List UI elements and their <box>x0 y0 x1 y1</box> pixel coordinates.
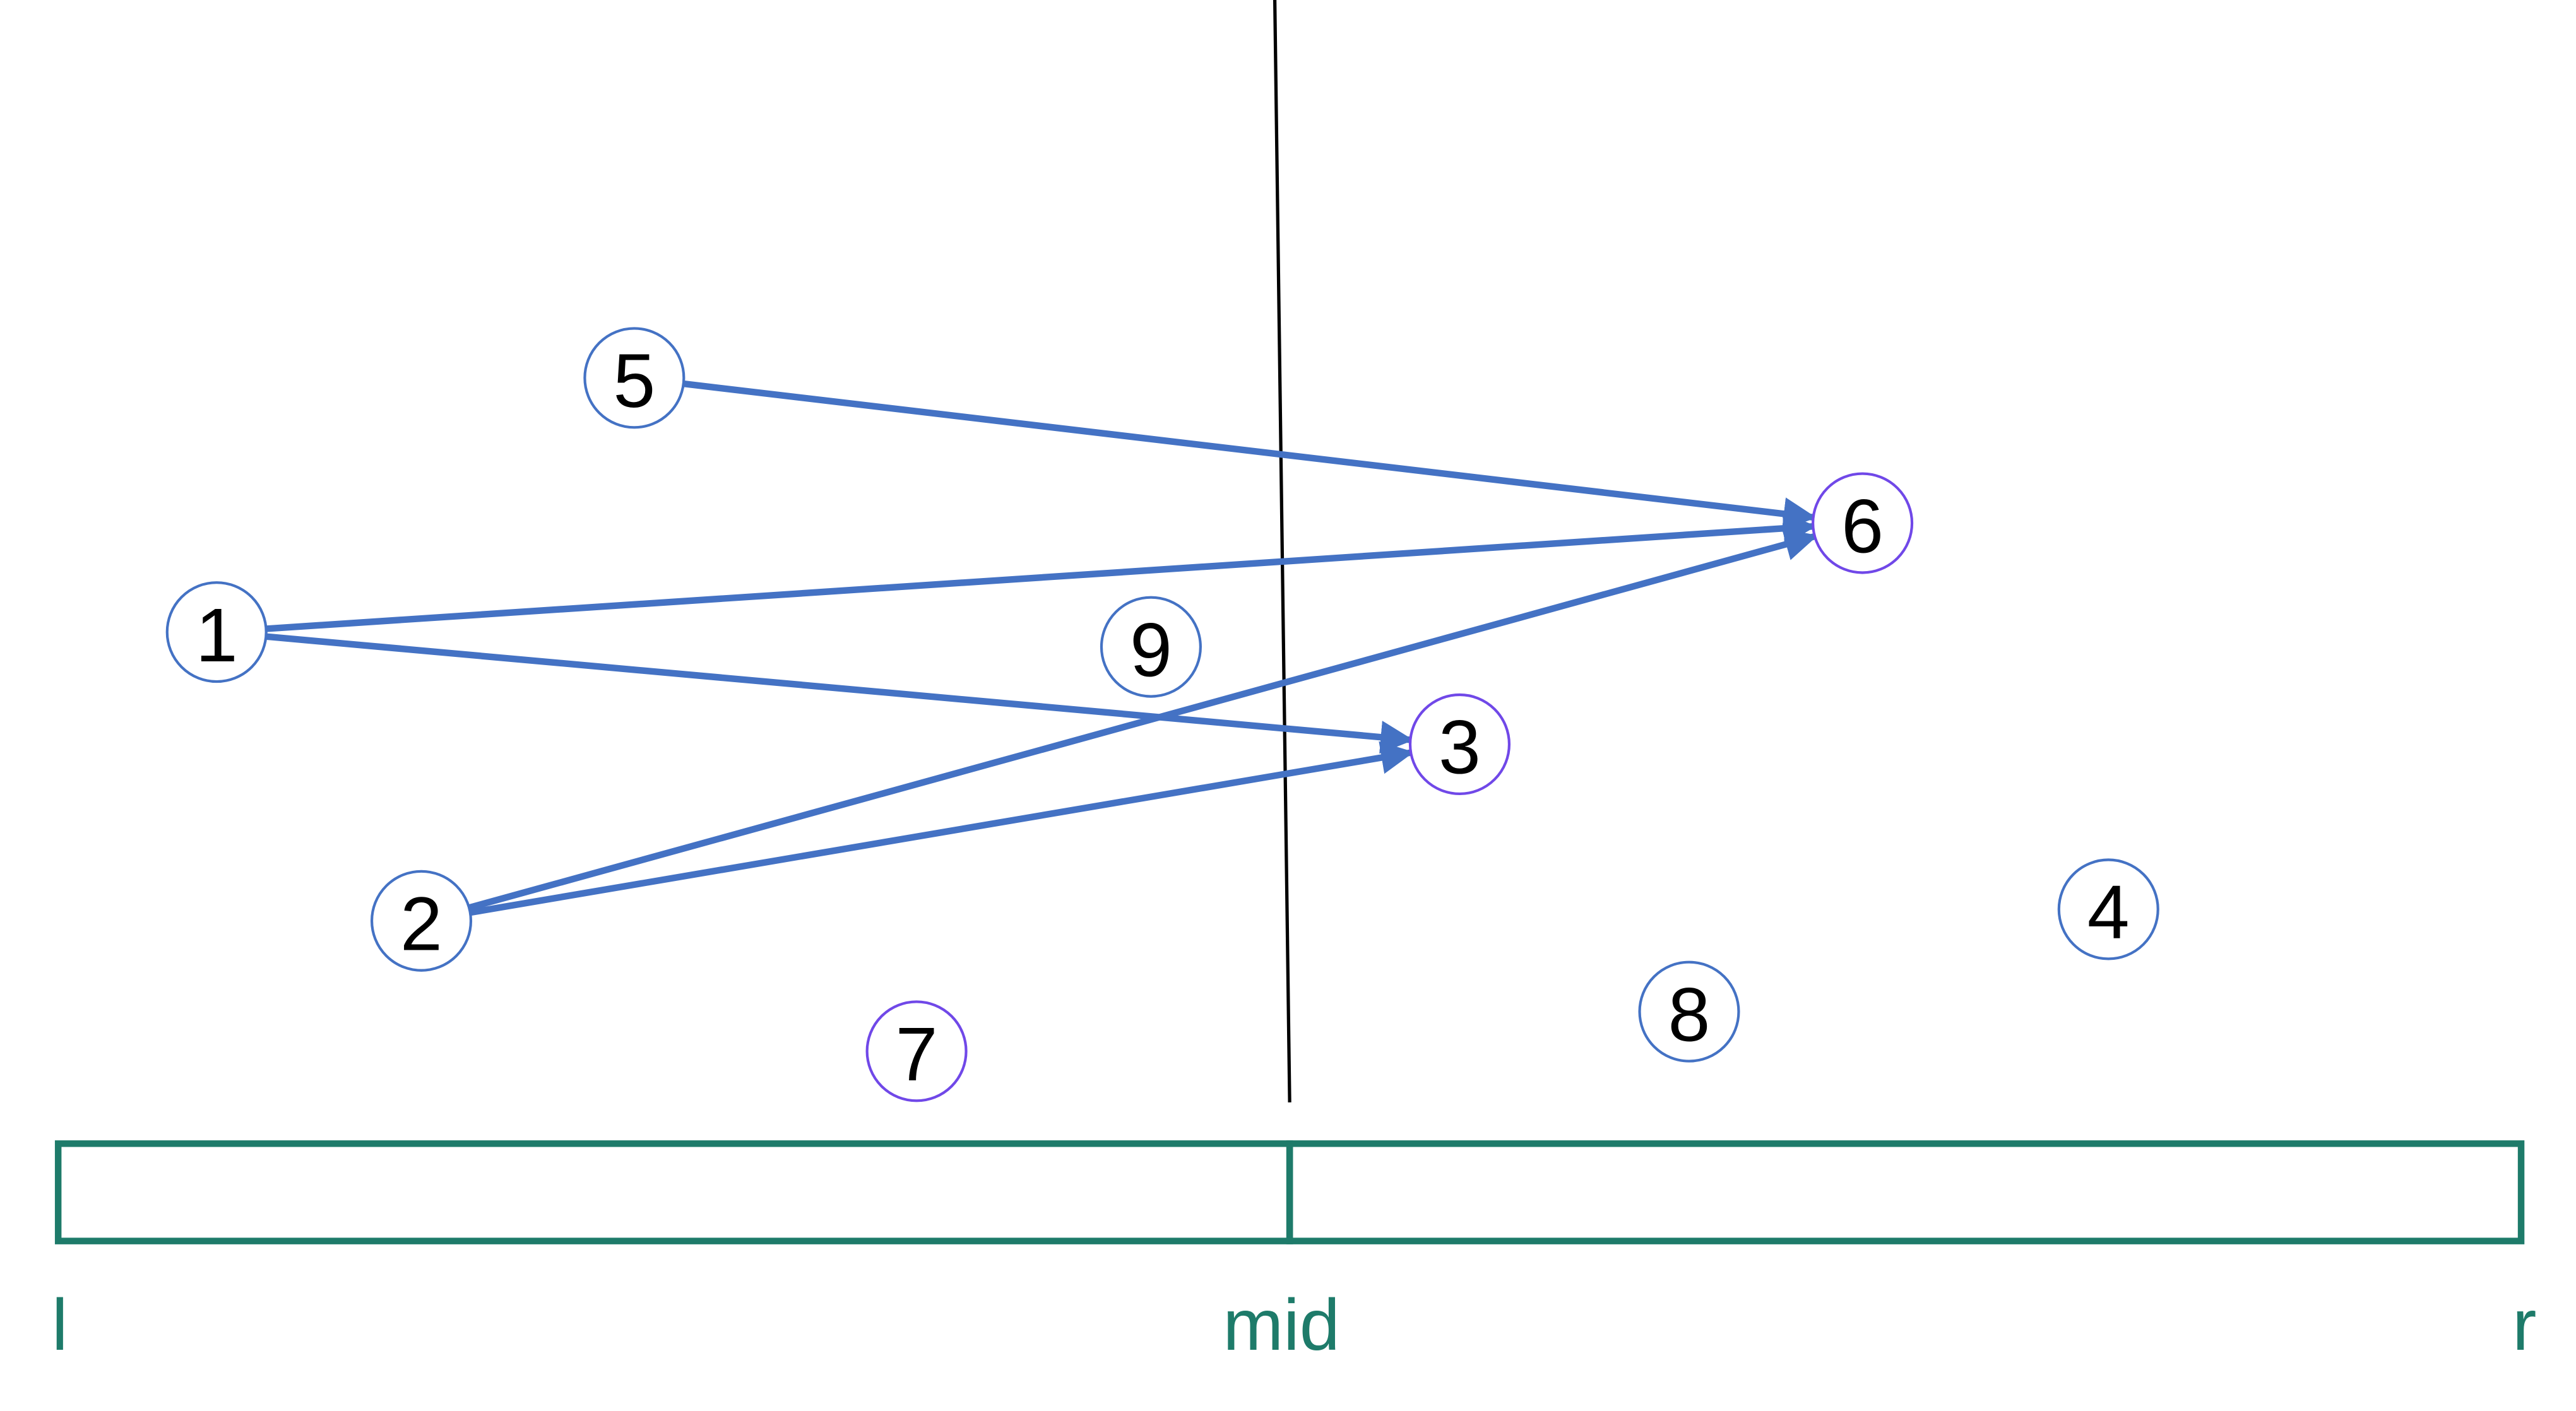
split-line <box>1273 0 1291 1102</box>
edges <box>265 380 1819 916</box>
node-circle <box>583 327 686 429</box>
node-label: 8 <box>1668 972 1711 1057</box>
edge-5-to-6 <box>683 380 1817 531</box>
node-label: 4 <box>2087 870 2130 955</box>
segment-left-half <box>54 1140 1293 1244</box>
nodes: 1 2 3 4 5 6 7 8 9 <box>165 327 2159 1102</box>
node-label: 2 <box>400 882 442 967</box>
node-circle <box>865 1000 968 1102</box>
node-circle <box>165 581 268 683</box>
node-5: 5 <box>583 327 686 429</box>
node-label: 5 <box>613 339 655 423</box>
edge-1-to-6 <box>266 512 1817 632</box>
edge-1-to-3 <box>265 633 1414 754</box>
node-circle <box>370 870 473 972</box>
edge-2-to-6 <box>468 528 1819 911</box>
node-label: 6 <box>1841 484 1884 569</box>
node-circle <box>1638 960 1740 1063</box>
node-circle <box>2057 858 2159 960</box>
label-mid: mid <box>1223 1285 1339 1366</box>
node-3: 3 <box>1408 693 1511 796</box>
node-7: 7 <box>865 1000 968 1102</box>
node-label: 7 <box>896 1012 938 1097</box>
node-circle <box>1408 693 1511 796</box>
node-2: 2 <box>370 870 473 972</box>
label-r: r <box>2512 1285 2536 1366</box>
node-circle <box>1100 596 1202 698</box>
node-9: 9 <box>1100 596 1202 698</box>
node-label: 3 <box>1439 706 1481 790</box>
node-6: 6 <box>1812 472 1914 574</box>
node-8: 8 <box>1638 960 1740 1063</box>
node-4: 4 <box>2057 858 2159 960</box>
node-label: 1 <box>196 593 238 678</box>
node-1: 1 <box>165 581 268 683</box>
edge-2-to-3 <box>469 741 1415 916</box>
node-circle <box>1812 472 1914 574</box>
node-label: 9 <box>1130 608 1172 692</box>
label-l: l <box>52 1285 68 1366</box>
segment-right-half <box>1286 1140 2525 1244</box>
